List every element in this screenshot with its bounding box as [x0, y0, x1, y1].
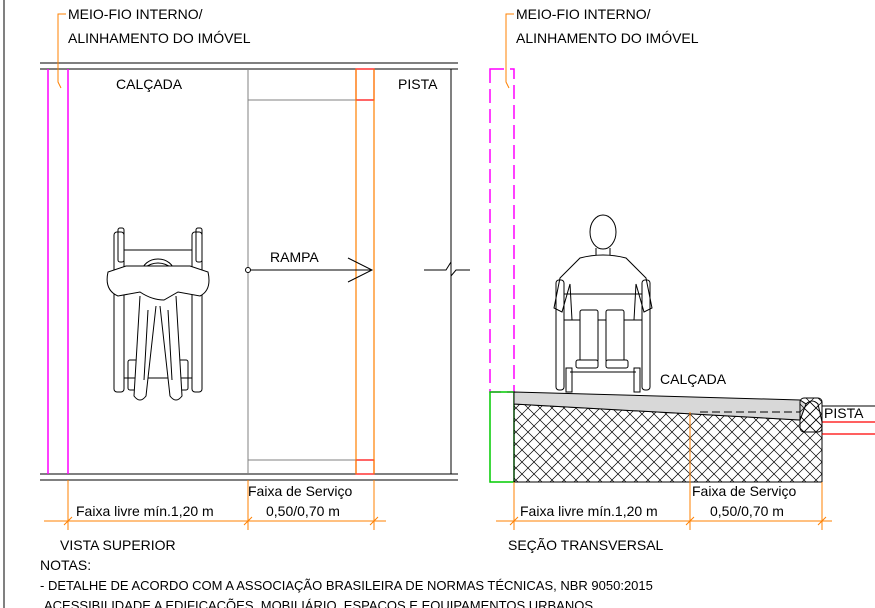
top-dimension — [44, 480, 386, 530]
section-view: PISTA CALÇADA MEIO-FIO INTERNO/ ALINHAME… — [489, 6, 875, 553]
section-service-strip-label-line1: Faixa de Serviço — [692, 483, 796, 499]
curb-bottom-box — [355, 459, 375, 475]
ramp-arrow-origin — [245, 267, 251, 273]
section-inner-curb-label-line1: MEIO-FIO INTERNO/ — [516, 6, 651, 22]
sidewalk-label-section: CALÇADA — [660, 371, 727, 387]
notes: NOTAS: - DETALHE DE ACORDO COM A ASSOCIA… — [40, 557, 653, 608]
notes-heading: NOTAS: — [40, 557, 91, 573]
top-view: RAMPA CALÇADA PISTA MEIO-FIO INTERNO/ AL… — [40, 6, 470, 553]
section-free-strip-label: Faixa livre mín.1,20 m — [520, 503, 658, 519]
curb-section — [799, 397, 823, 433]
section-dimension — [496, 412, 832, 530]
section-inner-curb-leader — [505, 13, 514, 89]
notes-line2: ACESSIBILIDADE A EDIFICAÇÕES, MOBILIÁRIO… — [44, 598, 593, 608]
section-view-title: SEÇÃO TRANSVERSAL — [508, 537, 664, 553]
inner-curb-label-line1: MEIO-FIO INTERNO/ — [68, 6, 203, 22]
break-symbol — [424, 260, 470, 278]
section-service-strip-label-line2: 0,50/0,70 m — [710, 503, 784, 519]
road-label-top: PISTA — [398, 76, 438, 92]
top-service-strip-label-line2: 0,50/0,70 m — [266, 503, 340, 519]
ramp-label: RAMPA — [270, 249, 319, 265]
inner-curb-label-line2: ALINHAMENTO DO IMÓVEL — [68, 30, 251, 46]
inner-curb-leader — [57, 13, 66, 89]
curb-top-box — [355, 68, 375, 101]
section-inner-curb-label-line2: ALINHAMENTO DO IMÓVEL — [516, 30, 699, 46]
wheelchair-top-view-icon — [106, 227, 210, 401]
top-free-strip-label: Faixa livre mín.1,20 m — [76, 503, 214, 519]
wall-foundation — [489, 391, 515, 483]
building-wall-dashed — [489, 68, 515, 393]
notes-line1: - DETALHE DE ACORDO COM A ASSOCIAÇÃO BRA… — [40, 578, 653, 593]
wheelchair-front-view-icon — [553, 214, 653, 393]
ramp-arrow-head — [347, 257, 374, 283]
top-service-strip-label-line1: Faixa de Serviço — [248, 483, 352, 499]
top-view-title: VISTA SUPERIOR — [60, 537, 176, 553]
road-label-section: PISTA — [824, 405, 864, 421]
sidewalk-label-top: CALÇADA — [116, 76, 183, 92]
